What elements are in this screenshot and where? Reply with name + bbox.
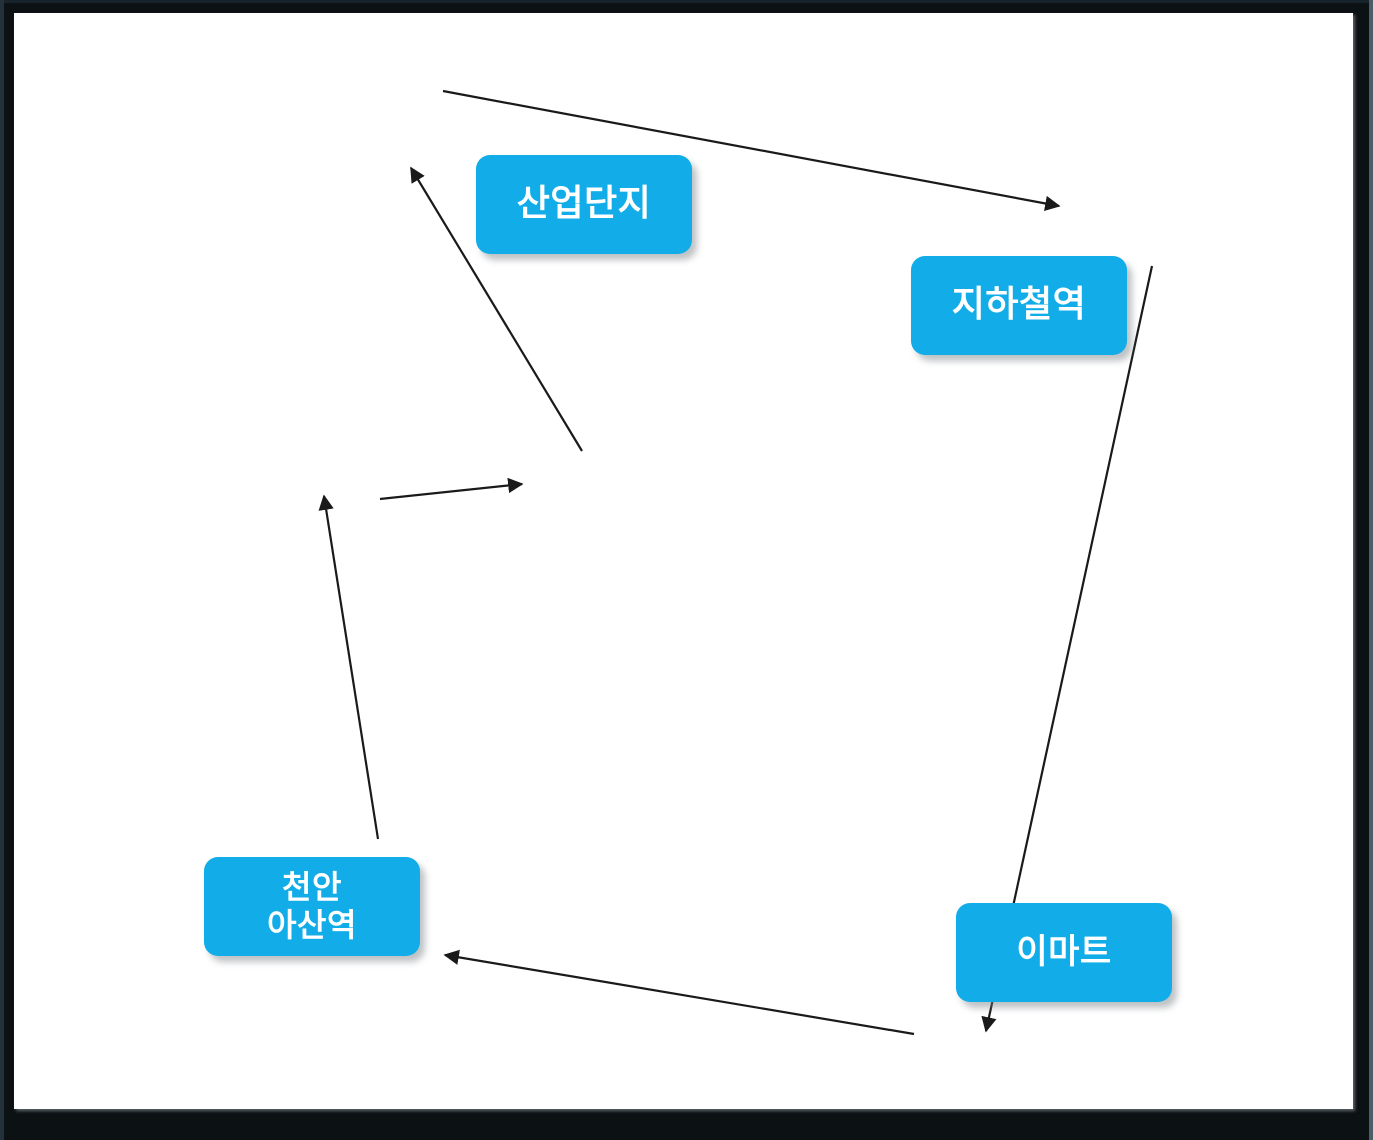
connector-bottom-left[interactable] — [443, 949, 915, 1036]
node-industrial-complex[interactable]: 산업단지 — [476, 155, 692, 254]
window-frame-left-edge — [0, 0, 4, 1140]
connector-upleft[interactable] — [410, 166, 583, 452]
node-label: 산업단지 — [516, 183, 652, 225]
node-label: 지하철역 — [951, 284, 1087, 326]
window-frame-right-edge — [1369, 0, 1373, 1140]
node-subway-station[interactable]: 지하철역 — [911, 256, 1127, 355]
connector-up-vertical[interactable] — [318, 494, 380, 840]
connector-short-right[interactable] — [379, 477, 524, 501]
node-label: 이마트 — [1016, 932, 1112, 973]
connector-top[interactable] — [442, 89, 1061, 212]
node-cheonan-asan-station[interactable]: 천안 아산역 — [204, 857, 420, 956]
node-emart[interactable]: 이마트 — [956, 903, 1172, 1002]
window-frame-top-edge — [0, 0, 1373, 3]
node-label: 천안 아산역 — [267, 867, 357, 944]
